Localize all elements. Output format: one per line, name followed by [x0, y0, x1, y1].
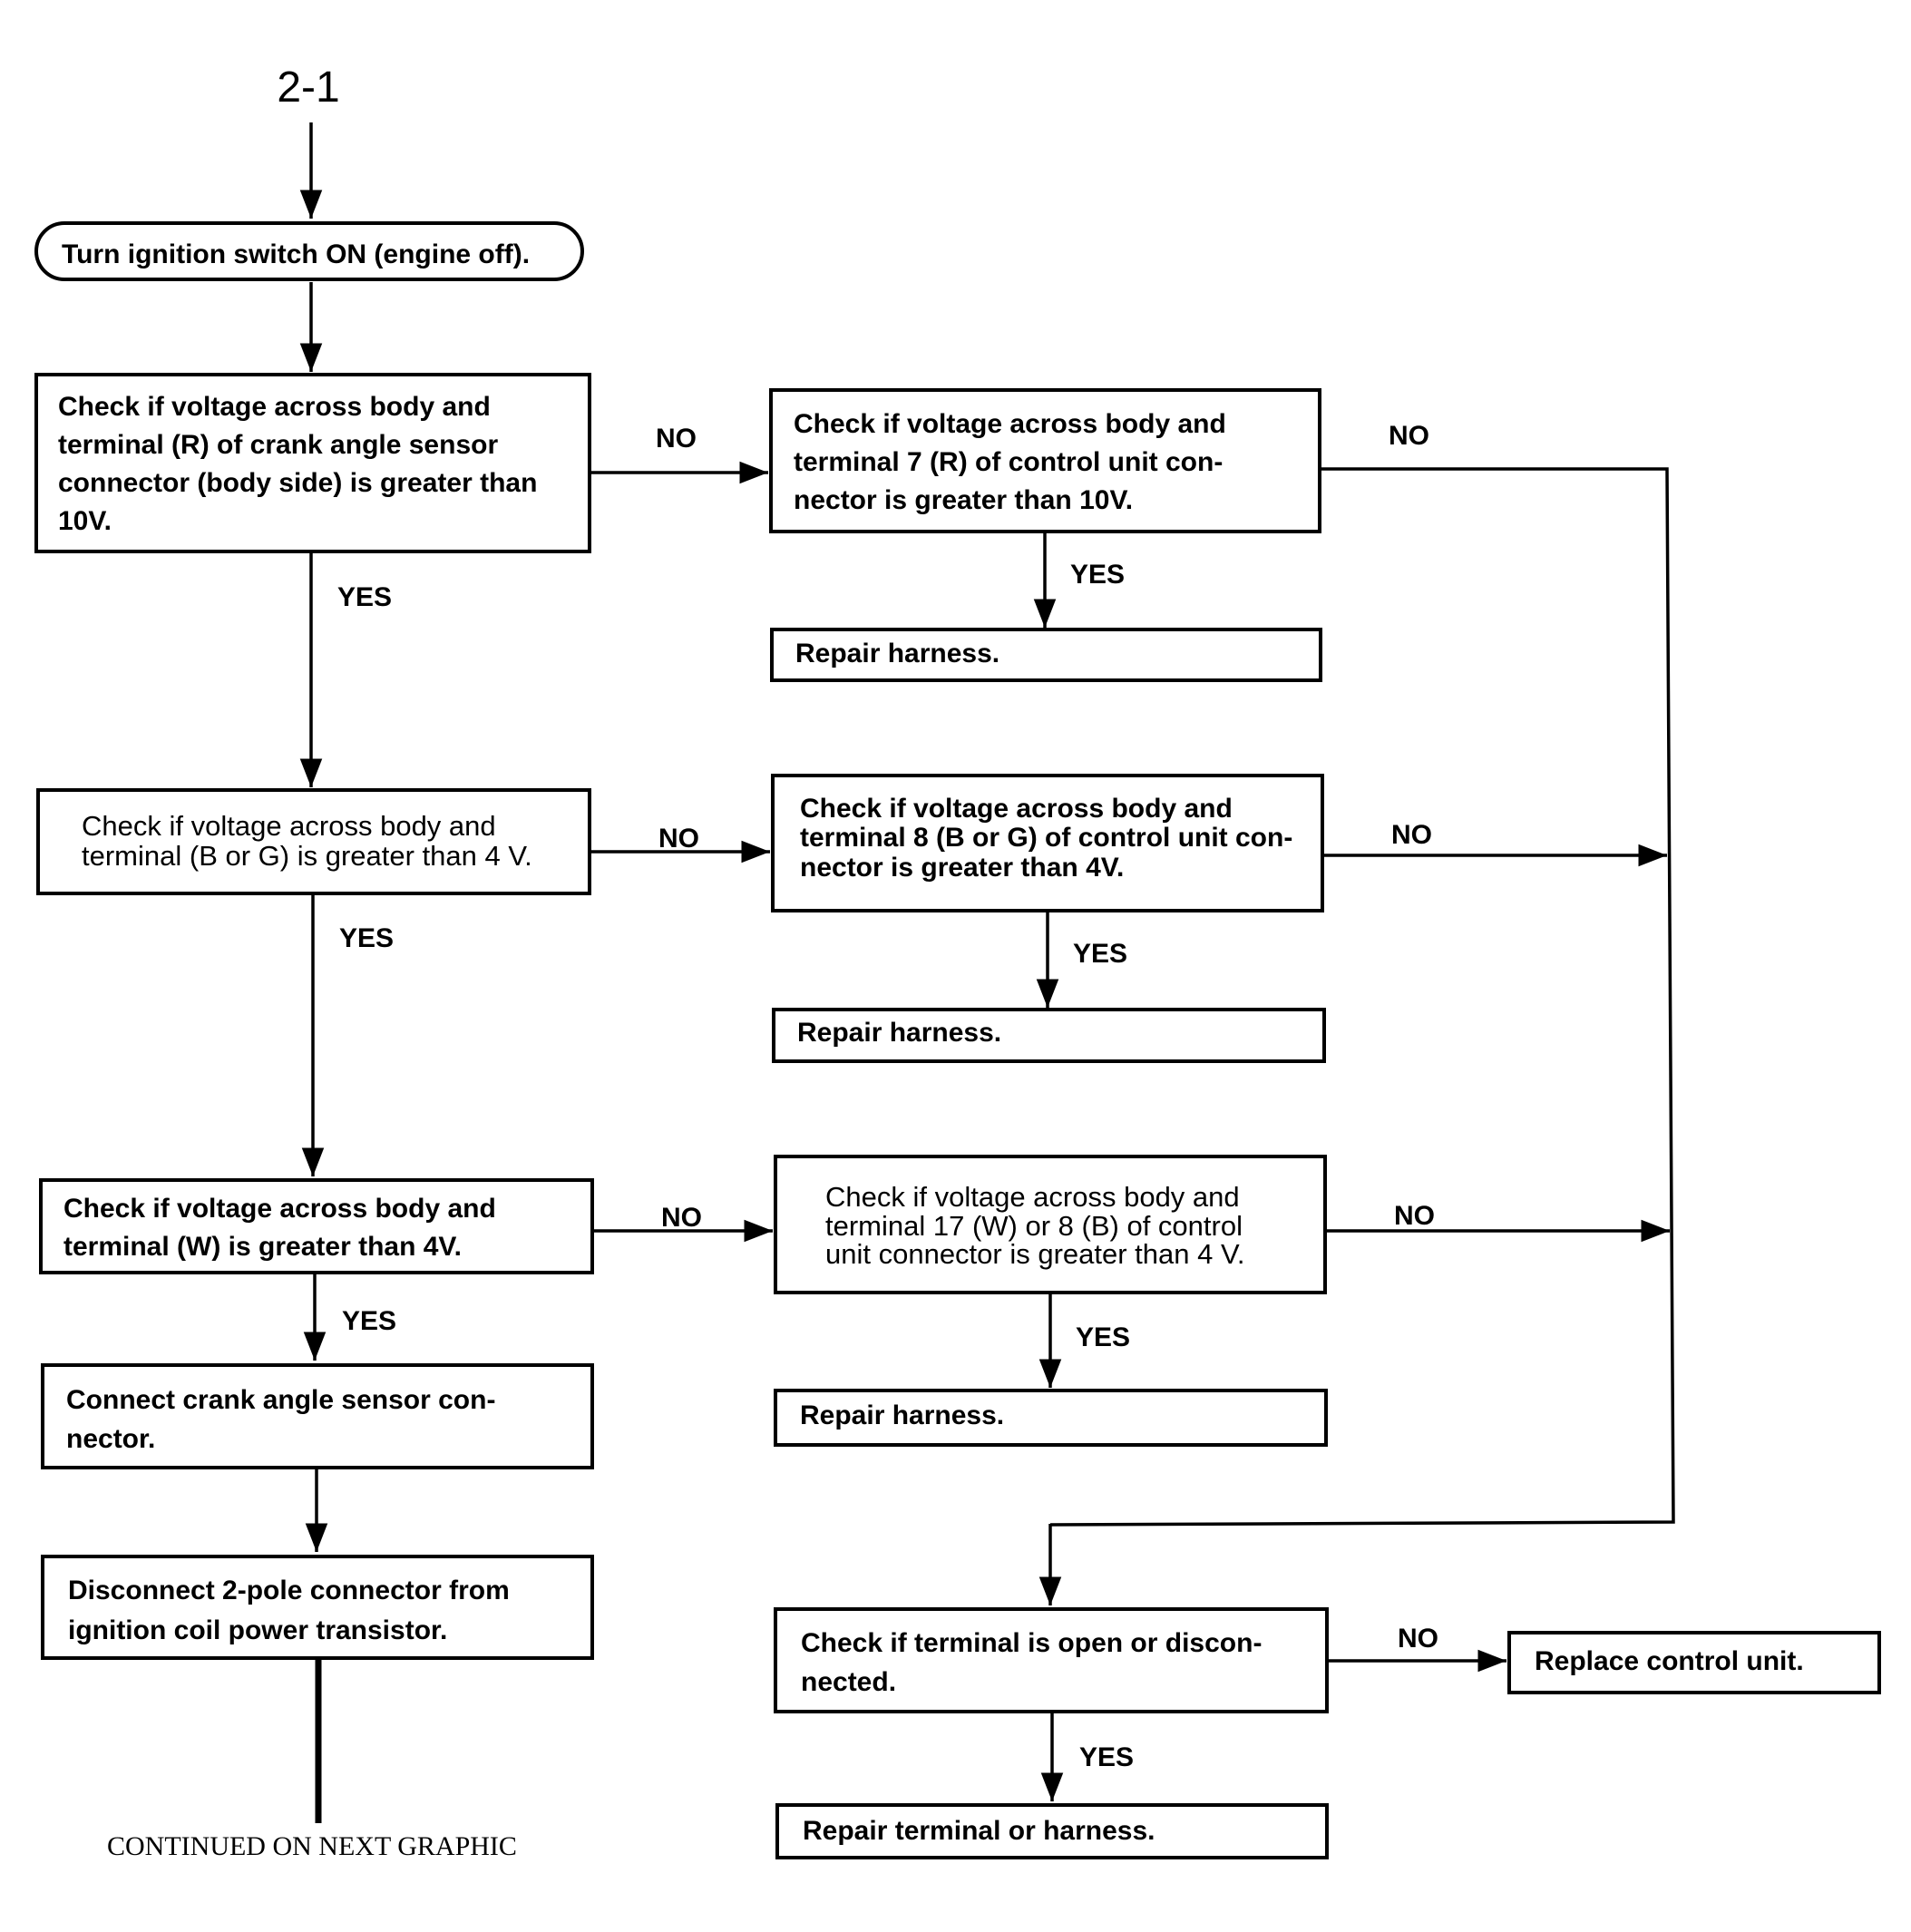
box-check-t17: Check if voltage across body and termina…: [774, 1155, 1327, 1294]
label-yes-check-t8: YES: [1073, 939, 1127, 969]
label-yes-check-r: YES: [337, 582, 392, 612]
box-connect-cas: Connect crank angle sensor con- nector.: [41, 1363, 594, 1469]
repair-3-label: Repair harness.: [800, 1400, 1004, 1430]
box-replace-cu: Replace control unit.: [1507, 1631, 1881, 1694]
box-check-w: Check if voltage across body and termina…: [39, 1178, 594, 1274]
box-repair-3: Repair harness.: [774, 1389, 1328, 1447]
label-no-check-t8: NO: [1391, 820, 1432, 850]
label-yes-check-terminal: YES: [1079, 1742, 1134, 1772]
box-repair-2: Repair harness.: [772, 1008, 1326, 1063]
disconnect-2p-line-1: Disconnect 2-pole connector from: [68, 1576, 510, 1605]
box-check-t7: Check if voltage across body and termina…: [769, 388, 1321, 533]
label-yes-check-w: YES: [342, 1306, 396, 1336]
check-r-line-3: connector (body side) is greater than: [58, 468, 537, 498]
label-yes-check-t17: YES: [1076, 1322, 1130, 1352]
check-r-line-2: terminal (R) of crank angle sensor: [58, 430, 498, 460]
check-t8-line-1: Check if voltage across body and: [800, 794, 1233, 824]
line-check-t7-no: [1049, 467, 1675, 1527]
box-repair-terminal: Repair terminal or harness.: [775, 1803, 1329, 1859]
check-t17-line-2: terminal 17 (W) or 8 (B) of control: [825, 1210, 1243, 1242]
check-terminal-line-2: nected.: [801, 1667, 896, 1697]
check-t7-line-2: terminal 7 (R) of control unit con-: [794, 447, 1223, 477]
check-terminal-line-1: Check if terminal is open or discon-: [801, 1628, 1262, 1658]
replace-cu-label: Replace control unit.: [1535, 1646, 1804, 1676]
branch-labels: NO YES NO YES NO YES NO YES NO YES NO YE…: [337, 421, 1438, 1772]
disconnect-2p-line-2: ignition coil power transistor.: [68, 1615, 447, 1645]
connectors: [299, 122, 1675, 1823]
check-t17-line-3: unit connector is greater than 4 V.: [825, 1238, 1244, 1270]
label-no-check-bg: NO: [658, 824, 699, 854]
start-label: Turn ignition switch ON (engine off).: [62, 239, 530, 269]
check-r-line-4: 10V.: [58, 506, 112, 536]
check-w-line-2: terminal (W) is greater than 4V.: [63, 1232, 462, 1262]
repair-terminal-label: Repair terminal or harness.: [803, 1816, 1155, 1846]
label-no-check-w: NO: [661, 1203, 702, 1233]
connect-cas-line-2: nector.: [66, 1424, 155, 1454]
check-t17-line-1: Check if voltage across body and: [825, 1181, 1240, 1213]
label-no-check-terminal: NO: [1398, 1624, 1438, 1654]
box-check-terminal: Check if terminal is open or discon- nec…: [774, 1607, 1329, 1713]
check-bg-line-2: terminal (B or G) is greater than 4 V.: [82, 840, 532, 872]
connect-cas-line-1: Connect crank angle sensor con-: [66, 1385, 495, 1415]
repair-2-label: Repair harness.: [797, 1018, 1001, 1048]
check-bg-line-1: Check if voltage across body and: [82, 810, 496, 842]
check-t8-line-3: nector is greater than 4V.: [800, 853, 1124, 883]
label-no-check-r: NO: [656, 424, 697, 454]
check-t7-line-3: nector is greater than 10V.: [794, 485, 1133, 515]
check-r-line-1: Check if voltage across body and: [58, 392, 491, 422]
check-t7-line-1: Check if voltage across body and: [794, 409, 1226, 439]
label-no-check-t7: NO: [1389, 421, 1429, 451]
reference-label: 2-1: [277, 63, 339, 112]
label-yes-check-bg: YES: [339, 923, 394, 953]
box-disconnect-2p: Disconnect 2-pole connector from ignitio…: [41, 1555, 594, 1660]
check-t8-line-2: terminal 8 (B or G) of control unit con-: [800, 823, 1292, 853]
repair-1-label: Repair harness.: [795, 639, 999, 668]
label-yes-check-t7: YES: [1070, 560, 1125, 590]
box-repair-1: Repair harness.: [770, 628, 1322, 682]
box-check-bg: Check if voltage across body and termina…: [36, 788, 591, 895]
continued-note: CONTINUED ON NEXT GRAPHIC: [107, 1831, 517, 1861]
box-check-t8: Check if voltage across body and termina…: [771, 774, 1324, 912]
label-no-check-t17: NO: [1394, 1201, 1435, 1231]
check-w-line-1: Check if voltage across body and: [63, 1194, 496, 1224]
start-terminal: Turn ignition switch ON (engine off).: [34, 221, 584, 281]
box-check-r: Check if voltage across body and termina…: [34, 373, 591, 553]
